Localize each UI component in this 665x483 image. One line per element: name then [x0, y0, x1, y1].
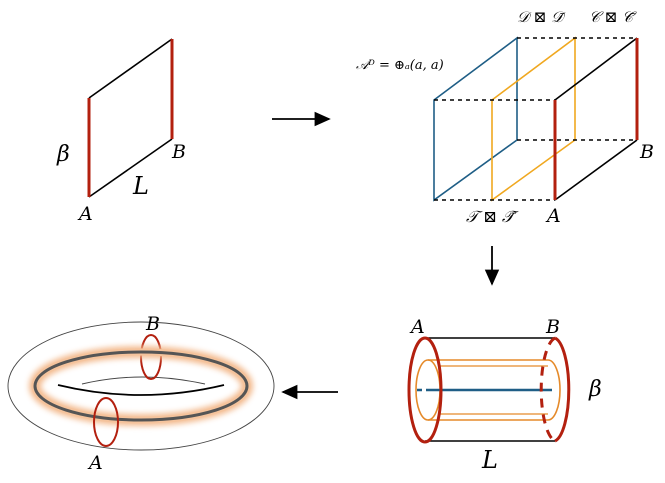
square-bottom-edge	[88, 138, 173, 198]
panel-square: β L A B	[56, 38, 186, 225]
cap-B-back	[539, 336, 556, 443]
torus-hole-back	[81, 376, 206, 385]
cap-A	[407, 336, 443, 444]
cube-right-top	[554, 37, 638, 101]
label-A: A	[87, 452, 103, 474]
orange-face	[491, 36, 576, 202]
label-tt: 𝒯 ⊠ 𝒯̄	[466, 207, 519, 226]
label-A: A	[77, 203, 93, 225]
loop-A	[93, 397, 119, 447]
label-beta: β	[56, 142, 70, 167]
label-L: L	[132, 172, 149, 200]
label-beta: β	[588, 377, 602, 402]
panel-cube: 𝒜ᴰ = ⊕ₐ(a, a) 𝒟 ⊠ 𝒟̄ 𝒞 ⊠ 𝒞̄ 𝒯 ⊠ 𝒯̄ A B	[356, 8, 654, 227]
label-A: A	[545, 205, 561, 227]
label-ad: 𝒜ᴰ = ⊕ₐ(a, a)	[356, 58, 444, 73]
panel-torus: B A	[7, 313, 275, 474]
label-A: A	[409, 316, 425, 338]
label-B: B	[545, 316, 560, 338]
label-L: L	[481, 446, 498, 474]
label-cc: 𝒞 ⊠ 𝒞̄	[589, 8, 637, 26]
inner-tube-right	[547, 359, 561, 421]
label-B: B	[639, 141, 654, 163]
label-B: B	[171, 141, 186, 163]
square-top-edge	[88, 38, 173, 99]
torus-core-loop	[33, 350, 249, 422]
panel-cylinder: A B β L	[407, 316, 602, 474]
cube-right-bottom	[554, 139, 638, 201]
label-dd: 𝒟 ⊠ 𝒟̄	[517, 8, 566, 26]
torus-hole-front	[57, 384, 225, 396]
cap-B-front	[554, 336, 571, 443]
blue-face	[433, 36, 518, 202]
torus-outer	[7, 321, 275, 451]
label-B: B	[145, 313, 160, 335]
